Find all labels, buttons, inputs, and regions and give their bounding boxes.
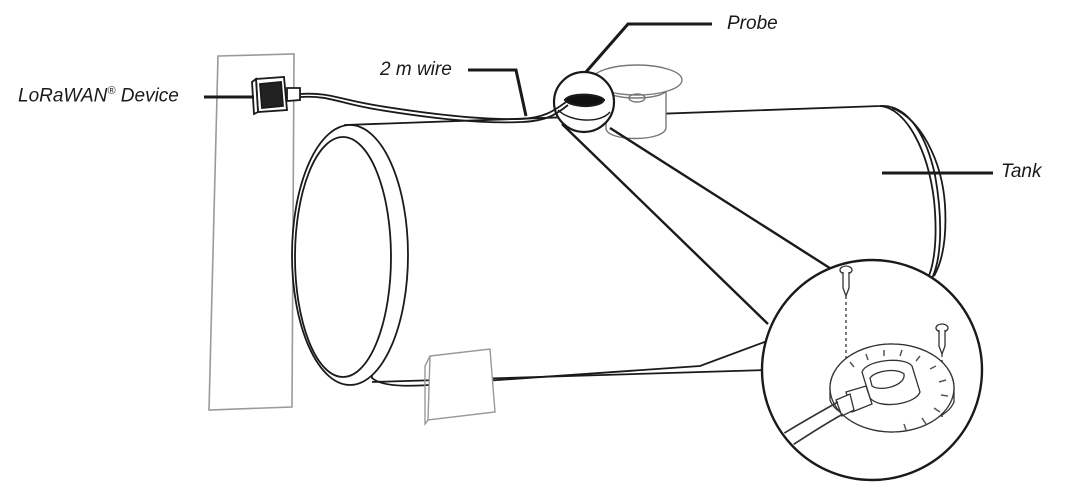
lorawan-device-label: LoRaWAN® Device (18, 85, 179, 107)
magnified-view (760, 258, 984, 482)
probe-label: Probe (727, 13, 778, 34)
registered-mark: ® (107, 85, 116, 97)
screw-left (839, 265, 853, 360)
wall-panel (208, 53, 295, 411)
junction-box (424, 348, 496, 427)
wire-label: 2 m wire (380, 59, 452, 80)
tank-label: Tank (1001, 161, 1042, 182)
device-label-text: LoRaWAN (18, 85, 108, 107)
zoom-lines (561, 123, 837, 325)
gauge-dome (591, 64, 683, 140)
probe-callout (584, 22, 712, 73)
lorawan-device (251, 76, 301, 116)
device-label-suffix: Device (115, 85, 179, 107)
probe-circle (552, 70, 616, 134)
leader-lines (204, 68, 993, 175)
wire (299, 92, 569, 124)
